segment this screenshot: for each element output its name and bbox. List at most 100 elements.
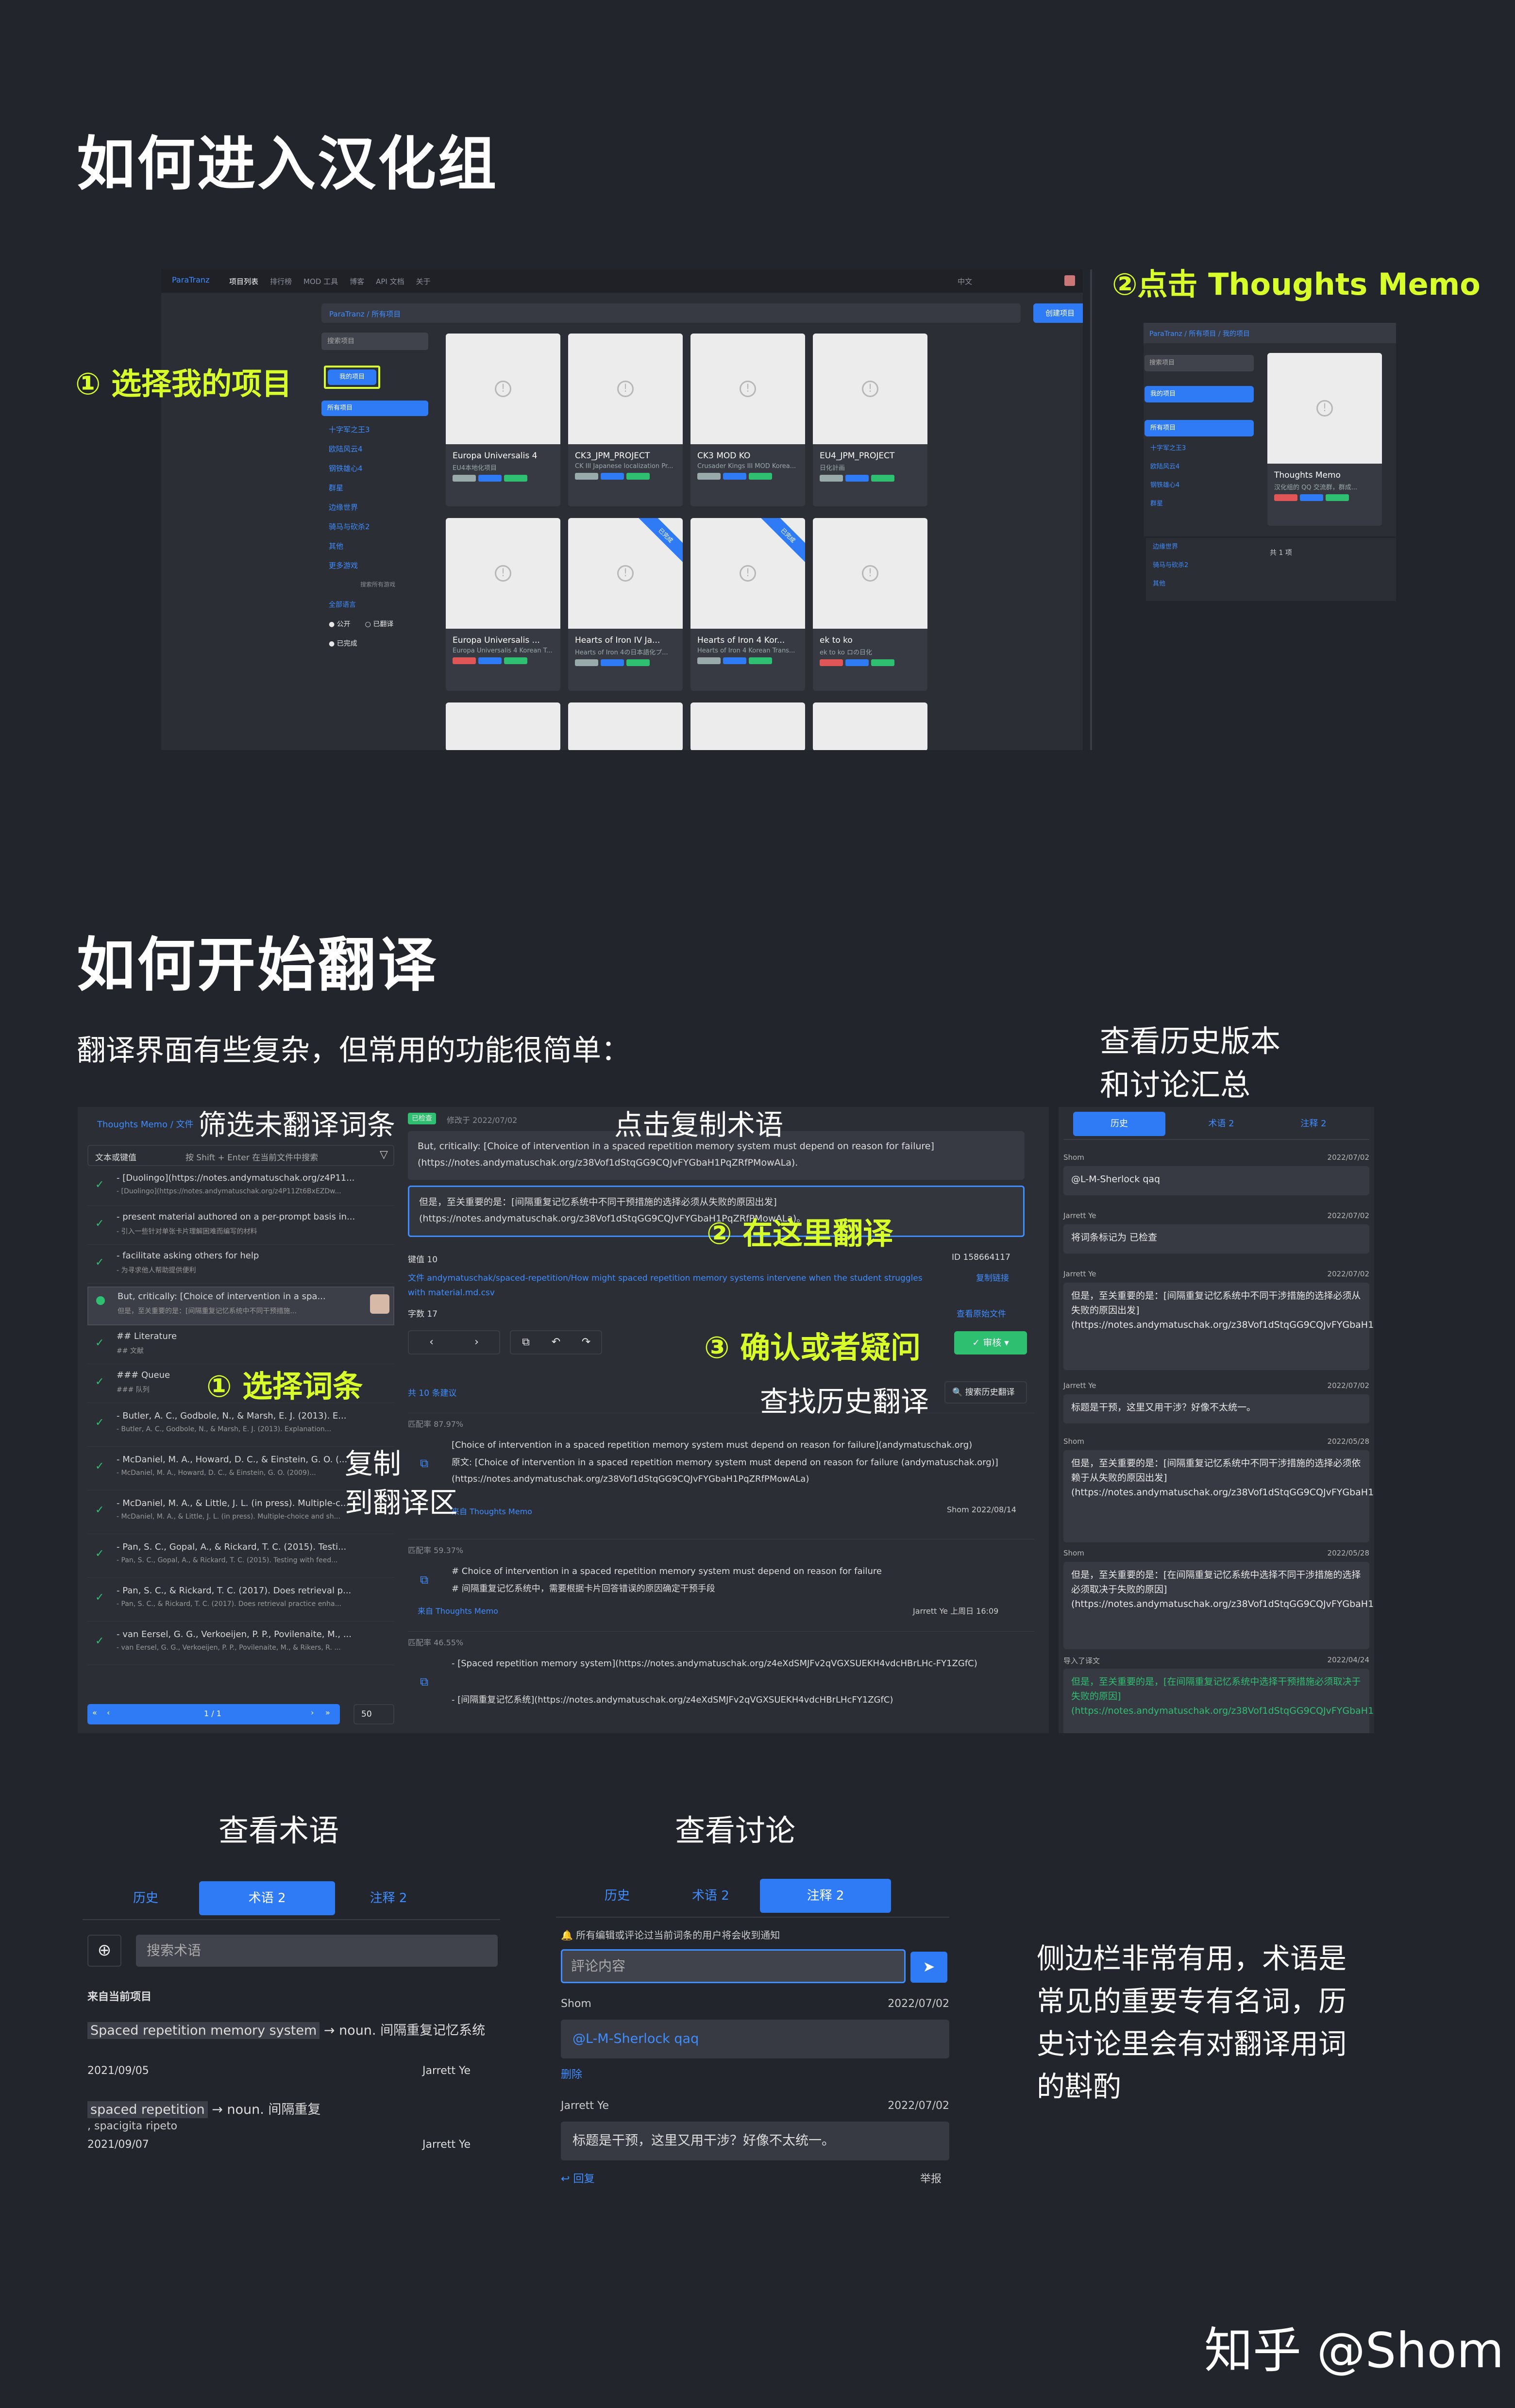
suggestion-from[interactable]: 来自 Thoughts Memo xyxy=(452,1507,532,1516)
page-indicator[interactable]: 1 / 1 xyxy=(204,1709,221,1718)
list-item[interactable]: ✓- McDaniel, M. A., Howard, D. C., & Ein… xyxy=(87,1450,394,1490)
list-item[interactable]: ✓## Literature## 文献 xyxy=(87,1328,394,1364)
project-search-input[interactable]: 搜索项目 xyxy=(321,333,428,350)
suggestion-translation[interactable]: # 间隔重复记忆系统中，需要根据卡片回答错误的原因确定干预手段 xyxy=(452,1584,715,1594)
user-avatar[interactable] xyxy=(1064,275,1075,286)
language-selector[interactable]: 中文 xyxy=(958,277,973,286)
tab-terms[interactable]: 术语 2 xyxy=(199,1881,335,1915)
tab-history[interactable]: 历史 xyxy=(1073,1112,1165,1136)
copy-link-button[interactable]: 复制链接 xyxy=(976,1273,1009,1283)
thoughts-memo-card[interactable]: ! Thoughts Memo 汉化组的 QQ 交流群，群成... xyxy=(1267,353,1382,526)
category-eu4[interactable]: 欧陆风云4 xyxy=(1150,463,1180,470)
review-button[interactable]: ✓ 审核 ▾ xyxy=(954,1331,1027,1354)
list-item[interactable]: ✓- facilitate asking others for help- 为寻… xyxy=(87,1248,394,1284)
list-item[interactable]: ✓- McDaniel, M. A., & Little, J. L. (in … xyxy=(87,1493,394,1534)
breadcrumb[interactable]: ParaTranz / 所有项目 / 我的项目 xyxy=(1149,330,1250,338)
category-bannerlord[interactable]: 骑马与砍杀2 xyxy=(1153,562,1189,569)
tab-comments[interactable]: 注释 2 xyxy=(370,1891,407,1906)
per-page-select[interactable]: 50 xyxy=(354,1704,394,1724)
project-card[interactable] xyxy=(446,702,560,750)
category-hoi4[interactable]: 钢铁雄心4 xyxy=(1150,482,1180,489)
category-eu4[interactable]: 欧陆风云4 xyxy=(329,445,363,453)
filter-public[interactable]: ● 公开 xyxy=(329,620,351,628)
prev-page-button[interactable]: ‹ xyxy=(107,1708,110,1717)
project-card[interactable]: ! CK3 MOD KO Crusader Kings III MOD Kore… xyxy=(690,334,805,506)
project-card[interactable] xyxy=(568,702,683,750)
last-page-button[interactable]: » xyxy=(325,1708,330,1717)
project-card[interactable]: ! ek to ko ek to ko ロの日化 xyxy=(813,518,927,691)
category-other[interactable]: 其他 xyxy=(329,542,344,551)
category-rimworld[interactable]: 边缘世界 xyxy=(1153,543,1178,551)
suggestion-translation[interactable]: - [间隔重复记忆系统](https://notes.andymatuschak… xyxy=(452,1695,893,1705)
category-other[interactable]: 其他 xyxy=(1153,580,1166,587)
filter-translated[interactable]: ○ 已翻译 xyxy=(365,620,394,628)
category-rimworld[interactable]: 边缘世界 xyxy=(329,503,358,512)
nav-leaderboard[interactable]: 排行榜 xyxy=(270,277,292,286)
tab-history[interactable]: 历史 xyxy=(133,1891,158,1906)
nav-mod-tools[interactable]: MOD 工具 xyxy=(303,277,338,286)
first-page-button[interactable]: « xyxy=(92,1708,97,1717)
tab-comments[interactable]: 注释 2 xyxy=(1300,1119,1327,1129)
report-button[interactable]: 举报 xyxy=(920,2173,942,2185)
list-item[interactable]: ✓- Pan, S. C., & Rickard, T. C. (2017). … xyxy=(87,1581,394,1622)
project-card[interactable]: ! Europa Universalis 4 EU4本地化项目 xyxy=(446,334,560,506)
delete-comment-button[interactable]: 删除 xyxy=(561,2069,583,2081)
undo-icon[interactable]: ↶ xyxy=(551,1336,561,1348)
tab-terms[interactable]: 术语 2 xyxy=(1208,1119,1234,1129)
project-card[interactable]: !已完成 Hearts of Iron 4 Kor... Hearts of I… xyxy=(690,518,805,691)
add-term-icon[interactable]: ⊕ xyxy=(87,1935,121,1967)
list-item[interactable]: ✓### Queue### 队列 xyxy=(87,1367,394,1403)
list-item[interactable]: ✓- Butler, A. C., Godbole, N., & Marsh, … xyxy=(87,1406,394,1447)
my-projects-button[interactable]: 我的项目 xyxy=(328,369,376,385)
tab-comments[interactable]: 注释 2 xyxy=(760,1879,891,1913)
redo-icon[interactable]: ↷ xyxy=(581,1336,591,1348)
category-ck3[interactable]: 十字军之王3 xyxy=(329,425,370,434)
category-ck3[interactable]: 十字军之王3 xyxy=(1150,445,1186,452)
tab-history[interactable]: 历史 xyxy=(605,1889,630,1903)
suggestion-translation[interactable]: 原文: [Choice of intervention in a spaced … xyxy=(452,1457,998,1484)
my-projects-button[interactable]: 我的项目 xyxy=(1145,386,1254,402)
list-item[interactable]: ✓- present material authored on a per-pr… xyxy=(87,1209,394,1245)
nav-blog[interactable]: 博客 xyxy=(350,277,365,286)
next-page-button[interactable]: › xyxy=(311,1708,314,1717)
reply-button[interactable]: ↩ 回复 xyxy=(561,2173,595,2185)
filter-complete[interactable]: ● 已完成 xyxy=(329,640,357,648)
create-project-button[interactable]: 创建项目 xyxy=(1033,303,1083,323)
nav-api-docs[interactable]: API 文档 xyxy=(376,277,404,286)
brand-logo[interactable]: ParaTranz xyxy=(172,275,210,284)
copy-suggestion-icon[interactable]: ⧉ xyxy=(420,1675,429,1689)
project-card[interactable]: ! EU4_JPM_PROJECT 日化計画 xyxy=(813,334,927,506)
entry-search-input[interactable]: 按 Shift + Enter 在当前文件中搜索 xyxy=(185,1153,319,1163)
suggestion-from[interactable]: 来自 Thoughts Memo xyxy=(418,1606,498,1616)
copy-source-icon[interactable]: ⧉ xyxy=(522,1336,530,1348)
next-entry-button[interactable]: › xyxy=(474,1336,479,1348)
term-item[interactable]: Spaced repetition memory system → noun. … xyxy=(87,2020,485,2039)
list-item[interactable]: ✓- [Duolingo](https://notes.andymatuscha… xyxy=(87,1170,394,1206)
project-search-input[interactable]: 搜索项目 xyxy=(1145,355,1254,371)
category-stellaris[interactable]: 群星 xyxy=(329,484,344,492)
copy-suggestion-icon[interactable]: ⧉ xyxy=(420,1456,429,1470)
nav-projects[interactable]: 项目列表 xyxy=(229,277,259,286)
filter-icon[interactable]: ▽ xyxy=(380,1149,388,1161)
language-filter[interactable]: 全部语言 xyxy=(329,601,356,609)
breadcrumb[interactable]: Thoughts Memo / 文件 xyxy=(97,1120,194,1130)
category-bannerlord[interactable]: 骑马与砍杀2 xyxy=(329,522,370,531)
view-source-file-button[interactable]: 查看原始文件 xyxy=(957,1309,1006,1319)
file-info[interactable]: 文件 andymatuschak/spaced-repetition/How m… xyxy=(408,1273,923,1298)
all-projects-button[interactable]: 所有项目 xyxy=(321,401,428,416)
all-projects-button[interactable]: 所有项目 xyxy=(1145,420,1254,436)
prev-entry-button[interactable]: ‹ xyxy=(429,1336,434,1348)
send-comment-icon[interactable]: ➤ xyxy=(910,1952,947,1983)
comment-input[interactable]: 評论内容 xyxy=(561,1949,906,1983)
category-hoi4[interactable]: 钢铁雄心4 xyxy=(329,464,363,473)
translation-textarea[interactable]: 但是，至关重要的是：[间隔重复记忆系统中不同干预措施的选择必须从失败的原因出发]… xyxy=(408,1186,1025,1237)
term-item[interactable]: spaced repetition → noun. 间隔重复 xyxy=(87,2099,320,2118)
tab-terms[interactable]: 术语 2 xyxy=(692,1889,729,1903)
category-more[interactable]: 更多游戏 xyxy=(329,561,358,570)
project-card[interactable]: !已完成 Hearts of Iron IV Ja... Hearts of I… xyxy=(568,518,683,691)
project-card[interactable]: ! CK3_JPM_PROJECT CK III Japanese locali… xyxy=(568,334,683,506)
list-item-selected[interactable]: But, critically: [Choice of intervention… xyxy=(87,1287,394,1325)
term-search-input[interactable]: 搜索术语 xyxy=(136,1935,498,1967)
project-card[interactable] xyxy=(690,702,805,750)
nav-about[interactable]: 关于 xyxy=(416,277,431,286)
